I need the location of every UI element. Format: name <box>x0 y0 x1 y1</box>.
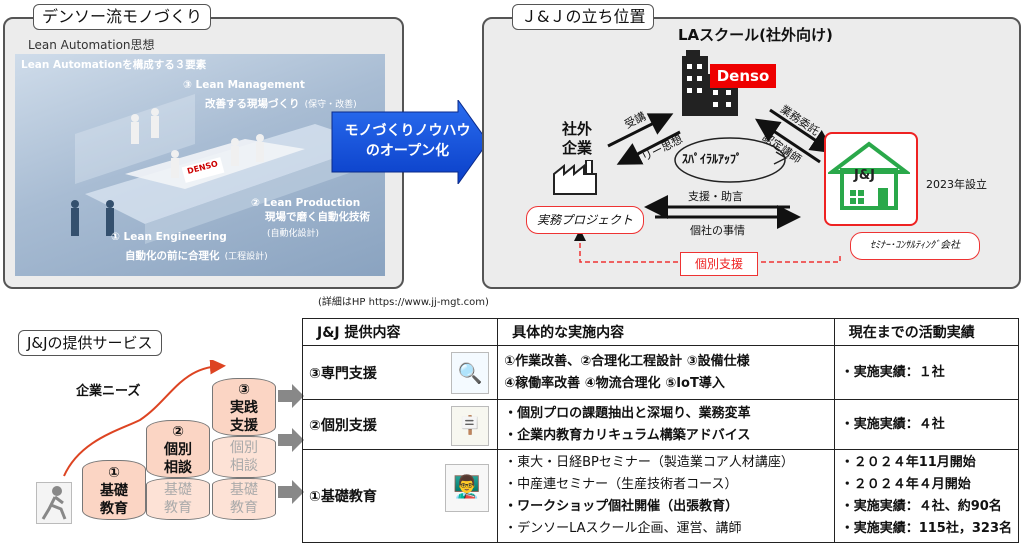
lean-engineering-desc: 自動化の前に合理化 <box>125 250 220 262</box>
lean-management-note: (保守・改善) <box>304 100 357 110</box>
header-offering: J&J 提供内容 <box>301 318 499 346</box>
lean-production-desc: 現場で磨く自動化技術 <box>265 211 370 223</box>
denso-logo-box <box>181 157 225 183</box>
open-knowhow-line2: のオープン化 <box>365 143 450 159</box>
lean-automation-subtitle: Lean Automation思想 <box>28 38 155 52</box>
factory-icon <box>553 160 597 195</box>
soudan-cyl-col3: 個別相談 <box>212 436 276 478</box>
table-row: ①基礎教育 👨‍🏫 ・東大・日経BPセミナー（製造業コア人材講座） ・中産連セミ… <box>301 449 1020 543</box>
footnote: (詳細はHP https://www.jj-mgt.com) <box>318 297 489 308</box>
needs-label: 企業ニーズ <box>76 384 141 399</box>
service-name: ②個別支援 <box>309 417 377 434</box>
denso-label: Denso <box>710 64 776 88</box>
jj-house-label: J&J <box>854 168 876 183</box>
runner-icon <box>36 482 72 524</box>
established-label: 2023年設立 <box>926 178 987 191</box>
kobetsu-shien-box: 個別支援 <box>680 252 758 276</box>
service-name: ③専門支援 <box>309 365 377 382</box>
la-school-title: LAスクール(社外向け) <box>678 26 833 44</box>
open-knowhow-arrow <box>331 100 489 184</box>
jj-position-tag: Ｊ&Ｊの立ち位置 <box>512 4 655 30</box>
header-results: 現在までの活動実績 <box>833 318 1020 346</box>
lean-engineering-title: ① Lean Engineering <box>111 231 227 243</box>
open-knowhow-line1: モノづくりノウハウ <box>344 123 471 139</box>
lean-production-note: (自動化設計) <box>267 229 320 239</box>
outside-label-2: 企業 <box>562 139 593 157</box>
jj-service-tag: J&Jの提供サービス <box>18 330 162 356</box>
service-name: ①基礎教育 <box>309 489 377 505</box>
lean-automation-photo: Lean Automationを構成する３要素 ③ Lean Managemen… <box>15 54 385 276</box>
lean-production-title: ② Lean Production <box>251 197 361 209</box>
table-row: ②個別支援 🪧 ・個別プロの課題抽出と深堀り、業務変革 ・企業内教育カリキュラム… <box>301 399 1020 450</box>
base-cyl-col3: 基礎教育 <box>212 478 276 520</box>
jijou-label: 個社の事情 <box>690 224 745 237</box>
seminar-box: ｾﾐﾅｰ･ｺﾝｻﾙﾃｨﾝｸﾞ会社 <box>850 232 980 260</box>
row-pointer-arrows <box>278 384 304 504</box>
factory-illustration <box>71 94 375 244</box>
shien-label: 支援・助言 <box>688 190 743 203</box>
header-details: 具体的な実施内容 <box>497 318 835 346</box>
lean-management-desc: 改善する現場づくり <box>205 98 300 110</box>
table-row: ③専門支援 🔍 ①作業改善、②合理化工程設計 ③設備仕様 ④稼働率改善 ④物流合… <box>301 345 1020 400</box>
base-cyl-col2: 基礎教育 <box>146 478 210 520</box>
relation-arrows <box>574 108 841 263</box>
consultant-icon: 🔍 <box>451 352 490 394</box>
outside-label-1: 社外 <box>562 120 593 138</box>
house-icon <box>828 141 910 210</box>
spiral-up-label: ｽﾊﾟｲﾗﾙｱｯﾌﾟ <box>682 152 743 166</box>
lean-engineering-note: (工程設計) <box>224 252 268 262</box>
service-table: J&J 提供内容 具体的な実施内容 現在までの活動実績 ③専門支援 🔍 ①作業改… <box>301 318 1020 543</box>
table-header-row: J&J 提供内容 具体的な実施内容 現在までの活動実績 <box>301 318 1020 346</box>
needs-curve-arrow <box>63 360 226 477</box>
teacher-icon: 👨‍🏫 <box>445 464 490 512</box>
signpost-icon: 🪧 <box>451 406 490 446</box>
lean-management-title: ③ Lean Management <box>183 79 305 91</box>
project-box: 実務プロジェクト <box>526 206 644 234</box>
photo-heading: Lean Automationを構成する３要素 <box>21 59 207 71</box>
denso-monozukuri-tag: デンソー流モノづくり <box>33 4 212 30</box>
